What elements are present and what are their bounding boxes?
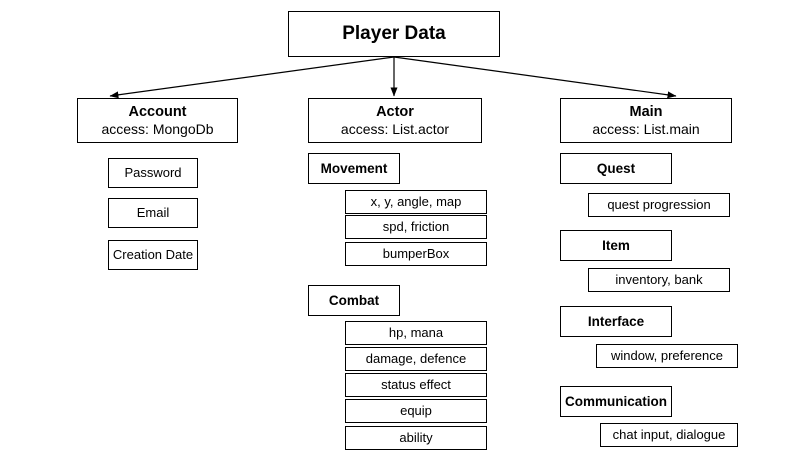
- leaf-box-actor-1-3-label: equip: [400, 402, 432, 418]
- leaf-box-actor-0-2-label: bumperBox: [382, 245, 450, 261]
- root-box-main-access: access: List.main: [592, 120, 700, 137]
- leaf-box-main-3-0: chat input, dialogue: [600, 423, 738, 447]
- root-box-actor-access: access: List.actor: [340, 120, 450, 137]
- leaf-box-actor-0-2: bumperBox: [345, 242, 487, 266]
- root-box-account-access: access: MongoDb: [101, 120, 214, 137]
- leaf-box-actor-1-0: hp, mana: [345, 321, 487, 345]
- leaf-box-actor-1-3: equip: [345, 399, 487, 423]
- leaf-box-account-0-1: Email: [108, 198, 198, 228]
- leaf-box-actor-1-2: status effect: [345, 373, 487, 397]
- leaf-box-main-1-0: inventory, bank: [588, 268, 730, 292]
- leaf-box-account-0-2-label: Creation Date: [112, 246, 194, 262]
- group-box-main-1-label: Item: [602, 237, 630, 253]
- leaf-box-actor-1-1: damage, defence: [345, 347, 487, 371]
- leaf-box-account-0-2: Creation Date: [108, 240, 198, 270]
- leaf-box-main-2-0: window, preference: [596, 344, 738, 368]
- root-box-account-name: Account: [128, 104, 187, 121]
- leaf-box-actor-1-1-label: damage, defence: [365, 350, 467, 366]
- root-box-main-name: Main: [629, 104, 663, 121]
- leaf-box-account-0-1-label: Email: [136, 204, 170, 220]
- leaf-box-main-3-0-label: chat input, dialogue: [612, 426, 726, 442]
- root-box-actor-name: Actor: [376, 104, 414, 121]
- group-box-main-2: Interface: [560, 306, 672, 337]
- group-box-main-3: Communication: [560, 386, 672, 417]
- leaf-box-actor-1-0-label: hp, mana: [388, 324, 444, 340]
- leaf-box-actor-0-0-label: x, y, angle, map: [370, 193, 462, 209]
- group-box-main-2-label: Interface: [587, 313, 645, 329]
- leaf-box-actor-1-4: ability: [345, 426, 487, 450]
- group-box-actor-1: Combat: [308, 285, 400, 316]
- leaf-box-actor-0-1-label: spd, friction: [382, 218, 450, 234]
- group-box-actor-0: Movement: [308, 153, 400, 184]
- leaf-box-account-0-0-label: Password: [124, 164, 182, 180]
- group-box-main-3-label: Communication: [564, 393, 667, 409]
- connector-main: [393, 56, 677, 99]
- leaf-box-account-0-0: Password: [108, 158, 198, 188]
- leaf-box-actor-0-1: spd, friction: [345, 215, 487, 239]
- group-box-actor-1-label: Combat: [328, 292, 380, 308]
- title-box: Player Data: [288, 11, 500, 57]
- group-box-actor-0-label: Movement: [320, 160, 388, 176]
- leaf-box-main-0-0: quest progression: [588, 193, 730, 217]
- title-box-label: Player Data: [342, 23, 446, 45]
- connector-account: [109, 56, 395, 99]
- leaf-box-actor-1-2-label: status effect: [381, 376, 451, 392]
- leaf-box-actor-1-4-label: ability: [399, 429, 433, 445]
- leaf-box-main-0-0-label: quest progression: [607, 196, 711, 212]
- group-box-main-0-label: Quest: [596, 160, 636, 176]
- group-box-main-0: Quest: [560, 153, 672, 184]
- leaf-box-main-1-0-label: inventory, bank: [615, 271, 703, 287]
- leaf-box-main-2-0-label: window, preference: [610, 347, 723, 363]
- leaf-box-actor-0-0: x, y, angle, map: [345, 190, 487, 214]
- group-box-main-1: Item: [560, 230, 672, 261]
